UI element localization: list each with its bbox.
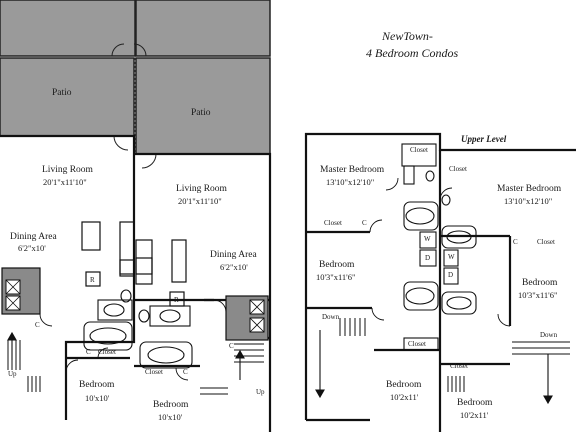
upper-bath-fixtures	[401, 143, 477, 351]
patio-areas	[0, 0, 271, 155]
down-right: Down	[540, 331, 558, 339]
bedroom-b-right: Bedroom	[457, 398, 493, 408]
bedroom-b-right-size: 10'2x11'	[460, 410, 489, 420]
dining-area-middle: Dining Area	[210, 250, 257, 260]
c-upper-left: C	[362, 219, 367, 227]
kitchen-counters	[81, 221, 187, 307]
r-middle: R	[174, 296, 179, 304]
dining-area-left: Dining Area	[10, 232, 57, 242]
closet-middle: Closet	[145, 368, 163, 376]
bedroom-a-left: Bedroom	[319, 260, 355, 270]
closet-top-right: Closet	[449, 165, 467, 173]
bedroom-left-size: 10'x10'	[85, 393, 110, 403]
closet-left: Closet	[98, 348, 116, 356]
patio-left	[0, 57, 135, 137]
upper-level-label: Upper Level	[461, 134, 507, 144]
down-left: Down	[322, 313, 340, 321]
bedroom-a-right-size: 10'3"x11'6"	[518, 290, 558, 300]
patio-door-swings	[111, 43, 157, 169]
c-left-1: C	[35, 321, 40, 329]
title-line-1: NewTown-	[382, 29, 433, 43]
bedroom-a-right: Bedroom	[522, 278, 558, 288]
master-bedroom-left-size: 13'10"x12'10"	[326, 177, 375, 187]
up-middle: Up	[256, 388, 265, 396]
closet-top-left: Closet	[410, 146, 428, 154]
closet-mid-right: Closet	[537, 238, 555, 246]
dining-area-middle-size: 6'2"x10'	[220, 262, 248, 272]
bath-fixtures	[83, 289, 193, 369]
bedroom-middle-size: 10'x10'	[158, 412, 183, 422]
bedroom-b-left: Bedroom	[386, 380, 422, 390]
living-room-left: Living Room	[42, 165, 93, 175]
living-room-middle-size: 20'1"x11'10"	[178, 196, 222, 206]
bedroom-middle: Bedroom	[153, 400, 189, 410]
garage-right	[135, 0, 271, 57]
closet-mid-left: Closet	[324, 219, 342, 227]
bedroom-a-left-size: 10'3"x11'6"	[316, 272, 356, 282]
ground-stairs	[7, 340, 264, 395]
dryer-left: D	[425, 254, 431, 262]
r-left: R	[90, 276, 95, 284]
master-bedroom-right: Master Bedroom	[497, 184, 562, 194]
title-line-2: 4 Bedroom Condos	[366, 46, 459, 60]
c-left-2: C	[86, 348, 91, 356]
c-middle-2: C	[183, 368, 188, 376]
patio-right	[135, 57, 271, 155]
living-room-middle: Living Room	[176, 184, 227, 194]
washer-right: W	[448, 253, 455, 261]
master-bedroom-right-size: 13'10"x12'10"	[504, 196, 553, 206]
upper-door-swings	[369, 177, 511, 327]
upper-stairs	[339, 318, 570, 392]
closet-low-right: Closet	[450, 362, 468, 370]
patio-middle-label: Patio	[191, 108, 211, 118]
up-left: Up	[8, 370, 17, 378]
mech-crosses	[5, 279, 265, 333]
ground-door-swings	[39, 299, 227, 381]
c-middle-1: C	[229, 342, 234, 350]
living-room-left-size: 20'1"x11'10"	[43, 177, 87, 187]
bedroom-b-left-size: 10'2x11'	[390, 392, 419, 402]
garage-left	[0, 0, 136, 57]
dryer-right: D	[448, 271, 454, 279]
patio-left-label: Patio	[52, 88, 72, 98]
master-bedroom-left: Master Bedroom	[320, 165, 385, 175]
arrows	[7, 330, 553, 405]
c-upper-right: C	[513, 238, 518, 246]
washer-left: W	[424, 235, 431, 243]
dining-area-left-size: 6'2"x10'	[18, 243, 46, 253]
closet-low-left: Closet	[408, 340, 426, 348]
bedroom-left: Bedroom	[79, 380, 115, 390]
